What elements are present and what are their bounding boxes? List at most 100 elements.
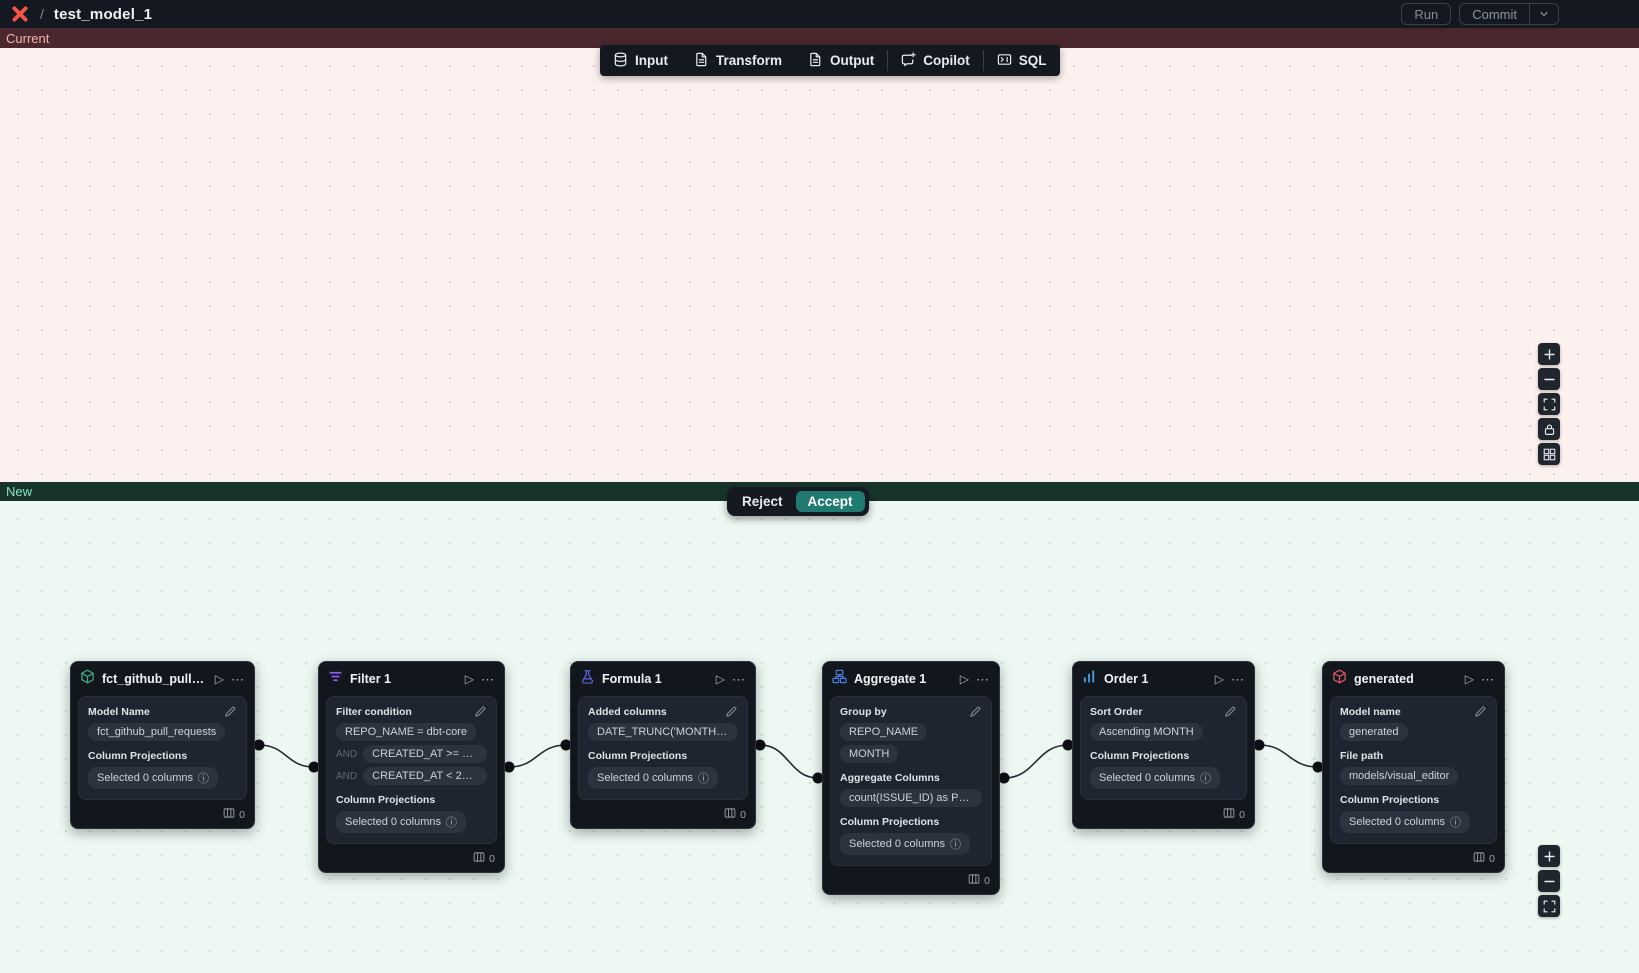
commit-split-button[interactable]: Commit xyxy=(1459,3,1559,25)
value-pill[interactable]: REPO_NAME = dbt-core xyxy=(336,723,476,741)
edit-pencil-icon[interactable] xyxy=(1224,705,1237,718)
zoom-in-button[interactable] xyxy=(1538,343,1560,365)
info-icon[interactable]: ⓘ xyxy=(198,770,209,786)
new-canvas-controls xyxy=(1538,845,1560,917)
pill-row: DATE_TRUNC('MONTH', CREATED_AT… xyxy=(588,723,738,741)
node-aggregate-1[interactable]: Aggregate 1▷⋯Group byREPO_NAMEMONTHAggre… xyxy=(822,661,1000,895)
section-label: File path xyxy=(1340,750,1383,762)
columns-count-icon xyxy=(1223,807,1235,822)
info-icon[interactable]: ⓘ xyxy=(1200,770,1211,786)
pill-text: Selected 0 columns xyxy=(97,772,193,784)
section-label-row: Model name xyxy=(1340,705,1487,718)
commit-button[interactable]: Commit xyxy=(1460,4,1529,24)
node-palette-toolbar: Input Transform Output xyxy=(600,45,1060,76)
model-title: test_model_1 xyxy=(54,6,152,23)
section-label-row: Column Projections xyxy=(588,750,738,762)
info-icon[interactable]: ⓘ xyxy=(446,814,457,830)
fit-view-button[interactable] xyxy=(1538,393,1560,415)
pill-row: fct_github_pull_requests xyxy=(88,723,237,741)
grid-layout-button[interactable] xyxy=(1538,443,1560,465)
edit-pencil-icon[interactable] xyxy=(969,705,982,718)
current-canvas[interactable]: Input Transform Output xyxy=(0,48,1639,482)
section-label: Column Projections xyxy=(840,816,939,828)
fit-view-button[interactable] xyxy=(1538,895,1560,917)
pill-text: Ascending MONTH xyxy=(1099,726,1194,738)
current-canvas-controls xyxy=(1538,343,1560,465)
value-pill[interactable]: Ascending MONTH xyxy=(1090,723,1203,741)
node-header: Order 1▷⋯ xyxy=(1073,662,1254,694)
value-pill[interactable]: Selected 0 columns ⓘ xyxy=(1340,811,1470,833)
sort-icon xyxy=(1082,669,1097,689)
value-pill[interactable]: Selected 0 columnsⓘ xyxy=(840,833,970,855)
toolbar-transform-button[interactable]: Transform xyxy=(681,45,795,76)
node-formula-1[interactable]: Formula 1▷⋯Added columnsDATE_TRUNC('MONT… xyxy=(570,661,756,829)
pill-text: Selected 0 columns xyxy=(345,816,441,828)
file-icon xyxy=(808,52,823,70)
node-generated[interactable]: generated▷⋯Model namegeneratedFile pathm… xyxy=(1322,661,1505,873)
value-pill[interactable]: Selected 0 columns ⓘ xyxy=(88,767,218,789)
node-fct-github-pull-requests[interactable]: fct_github_pull_requests▷⋯Model Namefct_… xyxy=(70,661,255,829)
value-pill[interactable]: MONTH xyxy=(840,745,898,763)
info-icon[interactable]: ⓘ xyxy=(698,770,709,786)
toolbar-sql-button[interactable]: SQL xyxy=(984,45,1060,76)
pill-text: Selected 0 columns xyxy=(1349,816,1445,828)
node-menu-button[interactable]: ⋯ xyxy=(1231,673,1245,686)
value-pill[interactable]: count(ISSUE_ID) as PULL_REQUEST_… xyxy=(840,789,982,807)
info-icon[interactable]: ⓘ xyxy=(1450,814,1461,830)
zoom-in-button[interactable] xyxy=(1538,845,1560,867)
value-pill[interactable]: models/visual_editor xyxy=(1340,767,1458,785)
pill-text: REPO_NAME = dbt-core xyxy=(345,726,467,738)
edit-pencil-icon[interactable] xyxy=(1474,705,1487,718)
value-pill[interactable]: DATE_TRUNC('MONTH', CREATED_AT… xyxy=(588,723,738,741)
run-node-button[interactable]: ▷ xyxy=(465,673,474,685)
row-count: 0 xyxy=(1489,853,1495,865)
commit-chevron-down-icon[interactable] xyxy=(1529,4,1558,24)
columns-count-icon xyxy=(968,873,980,888)
toolbar-input-button[interactable]: Input xyxy=(600,45,681,76)
lock-button[interactable] xyxy=(1538,418,1560,440)
node-menu-button[interactable]: ⋯ xyxy=(231,673,245,686)
node-section: Column ProjectionsSelected 0 columnsⓘ xyxy=(336,794,487,833)
node-order-1[interactable]: Order 1▷⋯Sort OrderAscending MONTHColumn… xyxy=(1072,661,1255,829)
value-pill[interactable]: Selected 0 columnsⓘ xyxy=(588,767,718,789)
run-node-button[interactable]: ▷ xyxy=(716,673,725,685)
zoom-out-button[interactable] xyxy=(1538,368,1560,390)
value-pill[interactable]: REPO_NAME xyxy=(840,723,927,741)
edit-pencil-icon[interactable] xyxy=(474,705,487,718)
value-pill[interactable]: Selected 0 columnsⓘ xyxy=(1090,767,1220,789)
run-node-button[interactable]: ▷ xyxy=(1215,673,1224,685)
value-pill[interactable]: Selected 0 columns ⓘ xyxy=(336,811,466,833)
node-menu-button[interactable]: ⋯ xyxy=(976,673,990,686)
row-count: 0 xyxy=(489,853,495,865)
node-filter-1[interactable]: Filter 1▷⋯Filter conditionREPO_NAME = db… xyxy=(318,661,505,873)
toolbar-transform-label: Transform xyxy=(716,53,782,68)
diff-actions: Reject Accept xyxy=(727,487,869,516)
reject-button[interactable]: Reject xyxy=(731,491,794,512)
value-pill[interactable]: generated xyxy=(1340,723,1408,741)
node-body: Sort OrderAscending MONTHColumn Projecti… xyxy=(1080,696,1247,800)
run-node-button[interactable]: ▷ xyxy=(215,673,224,685)
value-pill[interactable]: fct_github_pull_requests xyxy=(88,723,225,741)
app-logo-icon[interactable] xyxy=(10,4,30,24)
pill-row: ANDCREATED_AT >= 2024-12-01 xyxy=(336,745,487,763)
node-menu-button[interactable]: ⋯ xyxy=(481,673,495,686)
pill-row: Selected 0 columnsⓘ xyxy=(1090,767,1237,789)
node-menu-button[interactable]: ⋯ xyxy=(732,673,746,686)
value-pill[interactable]: CREATED_AT >= 2024-12-01 xyxy=(363,745,487,763)
accept-button[interactable]: Accept xyxy=(796,491,865,512)
section-label-row: Model Name xyxy=(88,705,237,718)
toolbar-copilot-button[interactable]: Copilot xyxy=(888,45,983,76)
value-pill[interactable]: CREATED_AT < 2025-03-01 xyxy=(363,767,487,785)
info-icon[interactable]: ⓘ xyxy=(950,836,961,852)
run-node-button[interactable]: ▷ xyxy=(1465,673,1474,685)
zoom-out-button[interactable] xyxy=(1538,870,1560,892)
toolbar-output-button[interactable]: Output xyxy=(795,45,887,76)
edit-pencil-icon[interactable] xyxy=(224,705,237,718)
edit-pencil-icon[interactable] xyxy=(725,705,738,718)
run-node-button[interactable]: ▷ xyxy=(960,673,969,685)
node-footer: 0 xyxy=(823,870,999,894)
node-menu-button[interactable]: ⋯ xyxy=(1481,673,1495,686)
run-button[interactable]: Run xyxy=(1401,3,1451,25)
node-body: Group byREPO_NAMEMONTHAggregate Columnsc… xyxy=(830,696,992,866)
new-canvas[interactable]: Reject Accept fct_github_pull_requests▷⋯… xyxy=(0,501,1639,973)
